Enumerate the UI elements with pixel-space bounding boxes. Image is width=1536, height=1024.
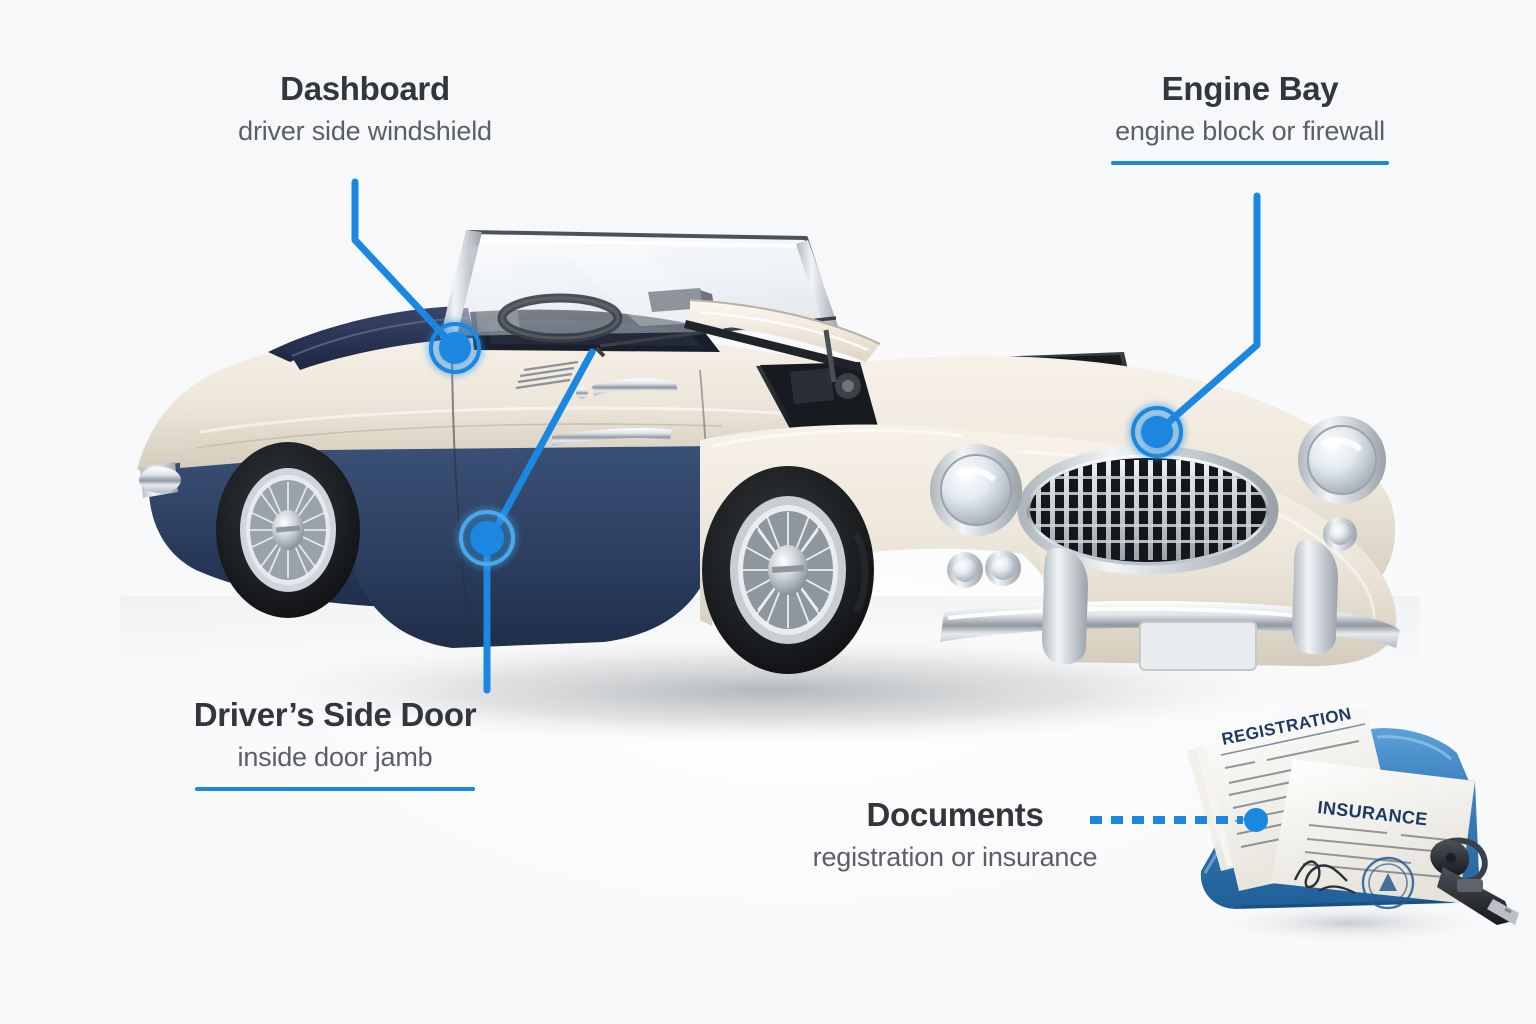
callout-dashboard: Dashboard driver side windshield [180, 70, 550, 147]
callout-engine-bay: Engine Bay engine block or firewall [1065, 70, 1435, 165]
callout-dashboard-title: Dashboard [280, 70, 450, 107]
callout-drivers-side-door-rule [195, 786, 475, 791]
callout-engine-bay-subtitle: engine block or firewall [1115, 115, 1385, 146]
callout-engine-bay-title: Engine Bay [1161, 70, 1339, 107]
callout-engine-bay-rule [1111, 160, 1389, 165]
callout-dashboard-subtitle: driver side windshield [238, 115, 492, 146]
callout-documents-subtitle: registration or insurance [812, 841, 1098, 872]
callout-documents-title: Documents [866, 796, 1044, 833]
callout-drivers-side-door: Driver’s Side Door inside door jamb [145, 696, 525, 791]
callout-documents: Documents registration or insurance [760, 796, 1150, 873]
documents-illustration: REGISTRATION INSURANCE [1187, 704, 1519, 945]
callout-drivers-side-door-subtitle: inside door jamb [237, 741, 433, 772]
callout-drivers-side-door-title: Driver’s Side Door [193, 696, 477, 733]
